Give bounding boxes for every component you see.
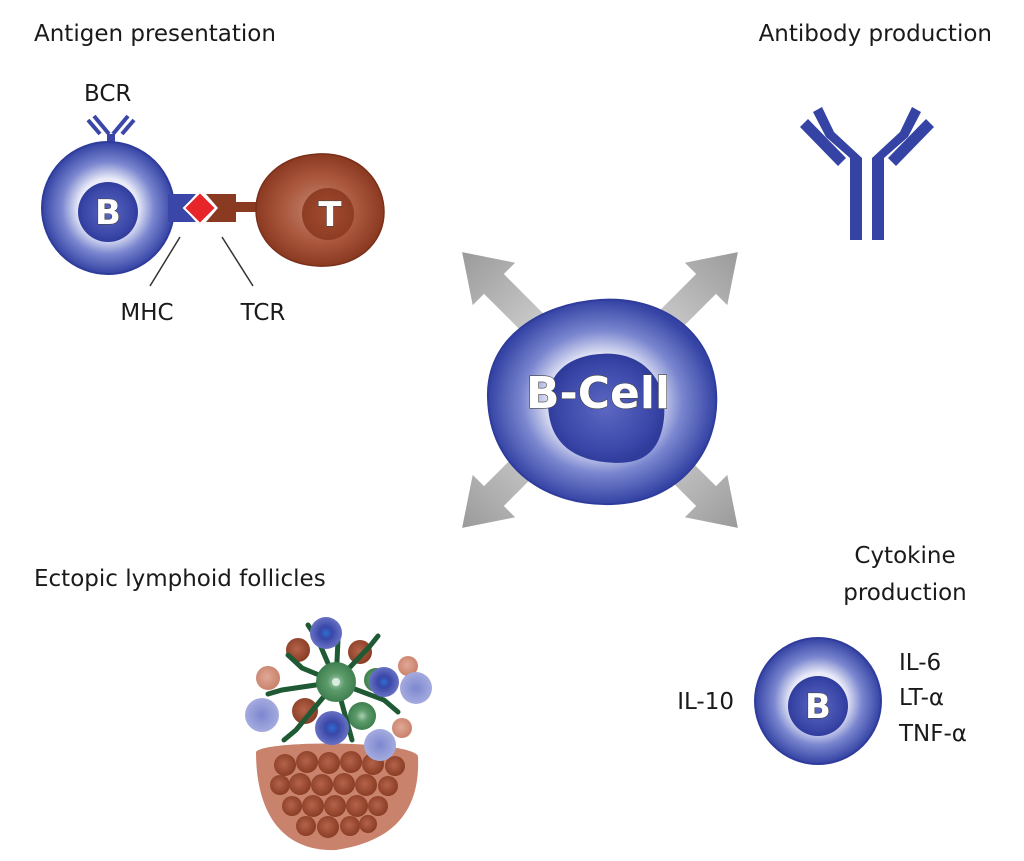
presenting-b-cell-letter: B	[95, 193, 121, 233]
ectopic-follicles-title: Ectopic lymphoid follicles	[34, 566, 326, 592]
b-cell-label: B-Cell	[526, 368, 670, 419]
follicle-cluster-icon	[245, 617, 432, 851]
antibody-icon	[800, 107, 934, 240]
b-cell-nucleus	[548, 353, 665, 463]
cytokine-lt-alpha: LT-α	[899, 685, 944, 711]
cytokine-b-cell-letter: B	[805, 687, 831, 727]
follicle-top	[245, 617, 432, 761]
follicle-base	[256, 743, 419, 851]
mhc-molecule	[168, 194, 196, 222]
antigen-icon	[182, 190, 218, 226]
cytokine-title-line1: Cytokine	[854, 543, 955, 569]
antibody-production-panel: Antibody production	[759, 21, 992, 240]
ectopic-follicles-panel: Ectopic lymphoid follicles	[34, 566, 432, 851]
central-b-cell: B-Cell	[486, 298, 718, 506]
antibody-production-title: Antibody production	[759, 21, 992, 47]
tcr-label: TCR	[240, 300, 286, 326]
presenting-b-cell-nucleus	[78, 182, 138, 242]
t-cell-nucleus	[302, 188, 354, 240]
antigen-presentation-panel: Antigen presentation BCR B T MHC TCR	[34, 21, 385, 326]
mhc-pointer-line	[149, 236, 181, 287]
cytokine-b-cell-nucleus	[788, 676, 848, 736]
tcr-molecule	[206, 194, 262, 222]
cytokine-il-10: IL-10	[677, 689, 734, 715]
cytokine-tnf-alpha: TNF-α	[898, 721, 967, 747]
cytokine-title-line2: production	[843, 580, 967, 606]
bcr-label: BCR	[84, 81, 131, 107]
mhc-label: MHC	[120, 300, 173, 326]
cytokine-il-6: IL-6	[899, 650, 941, 676]
antigen-presentation-title: Antigen presentation	[34, 21, 276, 47]
t-cell-letter: T	[318, 195, 342, 235]
cytokine-production-panel: Cytokine production B IL-10 IL-6 LT-α TN…	[677, 543, 967, 765]
tcr-pointer-line	[221, 236, 254, 287]
